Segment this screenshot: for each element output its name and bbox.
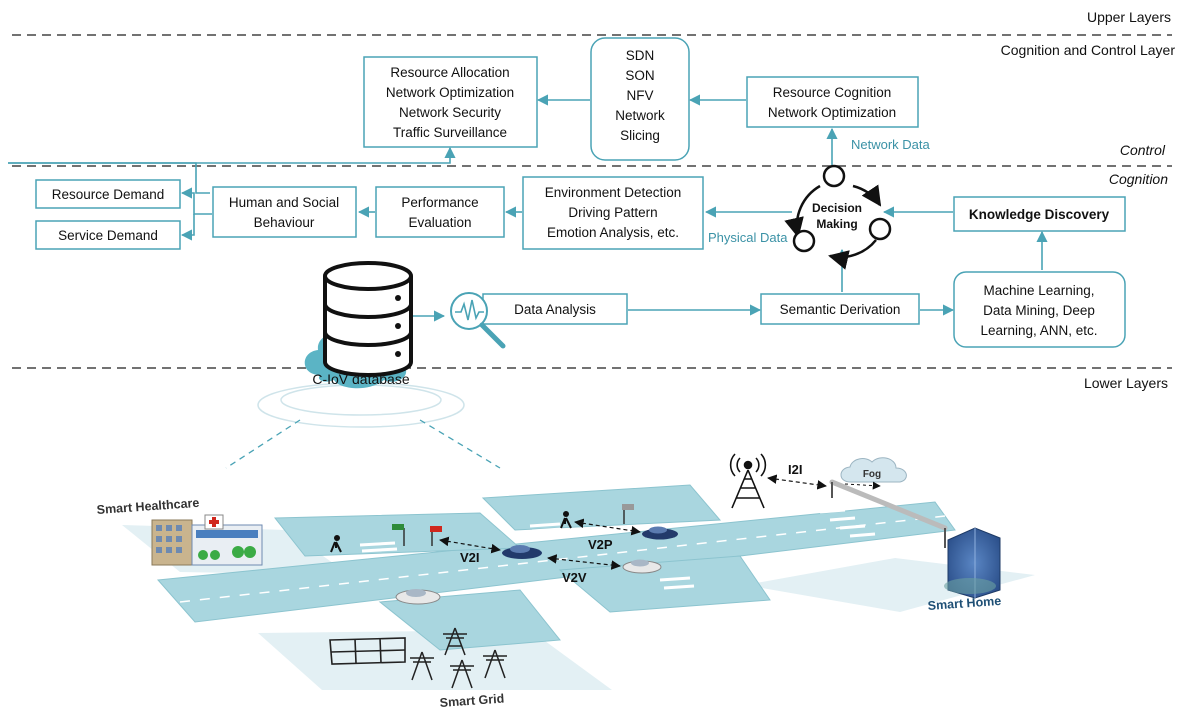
arrow-to-resource-demand xyxy=(180,187,212,215)
database-label: C-IoV database xyxy=(312,371,409,387)
v2v-label: V2V xyxy=(562,570,587,585)
ml-box: Machine Learning, Data Mining, Deep Lear… xyxy=(953,271,1126,348)
layer-separators xyxy=(12,34,1172,369)
deep-learning-text: Learning, ANN, etc. xyxy=(980,323,1097,338)
v2p-label: V2P xyxy=(588,537,613,552)
knowledge-discovery-box: Knowledge Discovery xyxy=(953,196,1126,232)
smart-grid-label: Smart Grid xyxy=(439,692,504,710)
lower-layers-label: Lower Layers xyxy=(1084,375,1168,391)
car-icon-left xyxy=(395,589,441,605)
hospital-icon xyxy=(151,514,263,566)
database-icon: C-IoV database xyxy=(225,261,501,469)
physical-data-label: Physical Data xyxy=(708,230,788,245)
building-icon xyxy=(944,527,1001,599)
resource-allocation-text: Resource Allocation xyxy=(390,65,509,80)
network-text: Network xyxy=(615,108,665,123)
data-analysis-box: Data Analysis xyxy=(482,293,628,325)
car-icon-v2p xyxy=(642,526,678,540)
upper-layers-label: Upper Layers xyxy=(1087,9,1171,25)
environment-detection-box: Environment Detection Driving Pattern Em… xyxy=(522,176,704,250)
resource-demand-box: Resource Demand xyxy=(35,179,181,209)
power-tower-icon xyxy=(410,627,507,689)
cross-road-left xyxy=(273,512,522,557)
i2i-label: I2I xyxy=(788,462,802,477)
pedestrian-icon-left xyxy=(330,535,342,553)
smart-city-scene: Smart Healthcare Smart Grid Smart Home xyxy=(96,453,1035,710)
emotion-analysis-text: Emotion Analysis, etc. xyxy=(547,225,679,240)
data-mining-text: Data Mining, Deep xyxy=(983,303,1095,318)
network-optimization-2-text: Network Optimization xyxy=(768,105,896,120)
performance-text: Performance xyxy=(401,195,478,210)
cycle-node-top xyxy=(822,164,846,188)
magnifier-icon xyxy=(450,292,506,349)
pedestrian-icon-right xyxy=(560,511,572,529)
smart-healthcare-label: Smart Healthcare xyxy=(96,496,200,517)
service-demand-box: Service Demand xyxy=(35,220,181,250)
fog-cloud-icon: Fog xyxy=(840,457,907,483)
data-analysis-text: Data Analysis xyxy=(514,302,596,317)
smart-home-label: Smart Home xyxy=(927,594,1001,613)
traffic-light-green-icon xyxy=(392,524,405,546)
traffic-surveillance-text: Traffic Surveillance xyxy=(393,125,507,140)
knowledge-discovery-text: Knowledge Discovery xyxy=(969,207,1110,222)
human-social-box: Human and Social Behaviour xyxy=(212,186,357,238)
resource-cognition-text: Resource Cognition xyxy=(773,85,892,100)
solar-panel-icon xyxy=(329,637,406,665)
decision-making-cycle: Decision Making xyxy=(784,164,892,270)
semantic-derivation-box: Semantic Derivation xyxy=(760,293,920,325)
behaviour-text: Behaviour xyxy=(254,215,315,230)
cognition-control-layer-label: Cognition and Control Layer xyxy=(1001,42,1176,58)
network-data-label: Network Data xyxy=(851,137,931,152)
nfv-text: NFV xyxy=(627,88,654,103)
car-icon-v2v xyxy=(622,559,662,574)
driving-pattern-text: Driving Pattern xyxy=(568,205,657,220)
car-icon-v2i xyxy=(502,545,542,559)
sdn-text: SDN xyxy=(626,48,655,63)
fog-label: Fog xyxy=(863,469,881,480)
service-demand-text: Service Demand xyxy=(58,228,158,243)
cross-road-right xyxy=(558,555,771,613)
traffic-light-red-icon xyxy=(430,526,442,546)
network-optimization-text: Network Optimization xyxy=(386,85,514,100)
slicing-text: Slicing xyxy=(620,128,660,143)
performance-evaluation-box: Performance Evaluation xyxy=(375,186,505,238)
v2i-label: V2I xyxy=(460,550,480,565)
evaluation-text: Evaluation xyxy=(408,215,471,230)
grid-ground xyxy=(258,630,612,690)
cross-road-bottom xyxy=(378,589,561,651)
environment-detection-text: Environment Detection xyxy=(545,185,682,200)
cell-tower-icon xyxy=(729,453,767,509)
decision-text: Decision xyxy=(812,201,862,215)
control-label: Control xyxy=(1120,142,1166,158)
semantic-derivation-text: Semantic Derivation xyxy=(780,302,901,317)
feedback-line-b xyxy=(8,146,456,164)
cognition-label: Cognition xyxy=(1109,171,1168,187)
resource-allocation-box: Resource Allocation Network Optimization… xyxy=(363,56,538,148)
human-social-text: Human and Social xyxy=(229,195,339,210)
cycle-node-left xyxy=(792,229,816,253)
machine-learning-text: Machine Learning, xyxy=(983,283,1094,298)
network-security-text: Network Security xyxy=(399,105,501,120)
making-text: Making xyxy=(816,217,857,231)
resource-demand-text: Resource Demand xyxy=(52,187,165,202)
son-text: SON xyxy=(625,68,654,83)
resource-cognition-box: Resource Cognition Network Optimization xyxy=(746,76,919,128)
cycle-node-right xyxy=(868,217,892,241)
arrow-to-service-demand xyxy=(180,214,195,241)
sdn-box: SDN SON NFV Network Slicing xyxy=(590,37,690,161)
cross-road-top xyxy=(481,484,722,531)
